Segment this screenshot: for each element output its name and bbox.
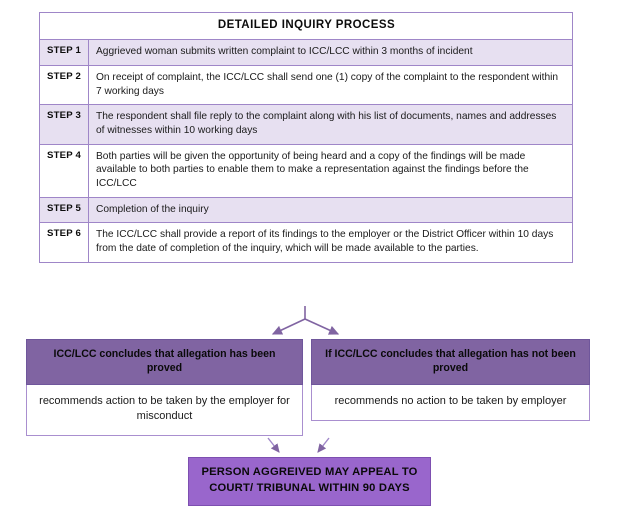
detailed-inquiry-process-table: DETAILED INQUIRY PROCESS STEP 1 Aggrieve… [39,11,573,263]
step-label: STEP 4 [39,143,89,198]
outcome-not-proved-body: recommends no action to be taken by empl… [311,384,590,421]
arrow-not-proved-to-appeal [317,437,330,453]
step-label: STEP 5 [39,196,89,224]
table-row: STEP 3 The respondent shall file reply t… [39,104,573,145]
step-text: The ICC/LCC shall provide a report of it… [88,222,573,263]
arrow-to-not-proved-box [304,318,340,335]
outcome-proved-body: recommends action to be taken by the emp… [26,384,303,437]
step-text: The respondent shall file reply to the c… [88,104,573,145]
step-text: Completion of the inquiry [88,196,573,224]
appeal-outcome-box: PERSON AGGREIVED MAY APPEAL TO COURT/ TR… [188,457,431,506]
appeal-line-1: PERSON AGGREIVED MAY APPEAL TO [201,466,418,478]
appeal-line-2: COURT/ TRIBUNAL WITHIN 90 DAYS [209,481,410,494]
table-row: STEP 6 The ICC/LCC shall provide a repor… [39,222,573,263]
outcome-proved-heading: ICC/LCC concludes that allegation has be… [26,339,303,385]
table-title-row: DETAILED INQUIRY PROCESS [39,11,573,41]
table-row: STEP 4 Both parties will be given the op… [39,143,573,198]
step-label: STEP 3 [39,104,89,145]
outcome-not-proved-heading: If ICC/LCC concludes that allegation has… [311,339,590,385]
arrow-proved-to-appeal [267,437,280,453]
step-text: Aggrieved woman submits written complain… [88,39,573,67]
table-row: STEP 1 Aggrieved woman submits written c… [39,39,573,67]
step-label: STEP 1 [39,39,89,67]
step-label: STEP 6 [39,222,89,263]
step-text: On receipt of complaint, the ICC/LCC sha… [88,65,573,106]
page-title: DETAILED INQUIRY PROCESS [39,11,573,41]
table-row: STEP 5 Completion of the inquiry [39,196,573,224]
step-text: Both parties will be given the opportuni… [88,143,573,198]
step-label: STEP 2 [39,65,89,106]
table-body: DETAILED INQUIRY PROCESS STEP 1 Aggrieve… [39,11,573,263]
table-row: STEP 2 On receipt of complaint, the ICC/… [39,65,573,106]
outcome-box-proved: ICC/LCC concludes that allegation has be… [26,339,303,437]
arrow-to-proved-box [271,318,306,335]
outcome-box-not-proved: If ICC/LCC concludes that allegation has… [311,339,590,421]
